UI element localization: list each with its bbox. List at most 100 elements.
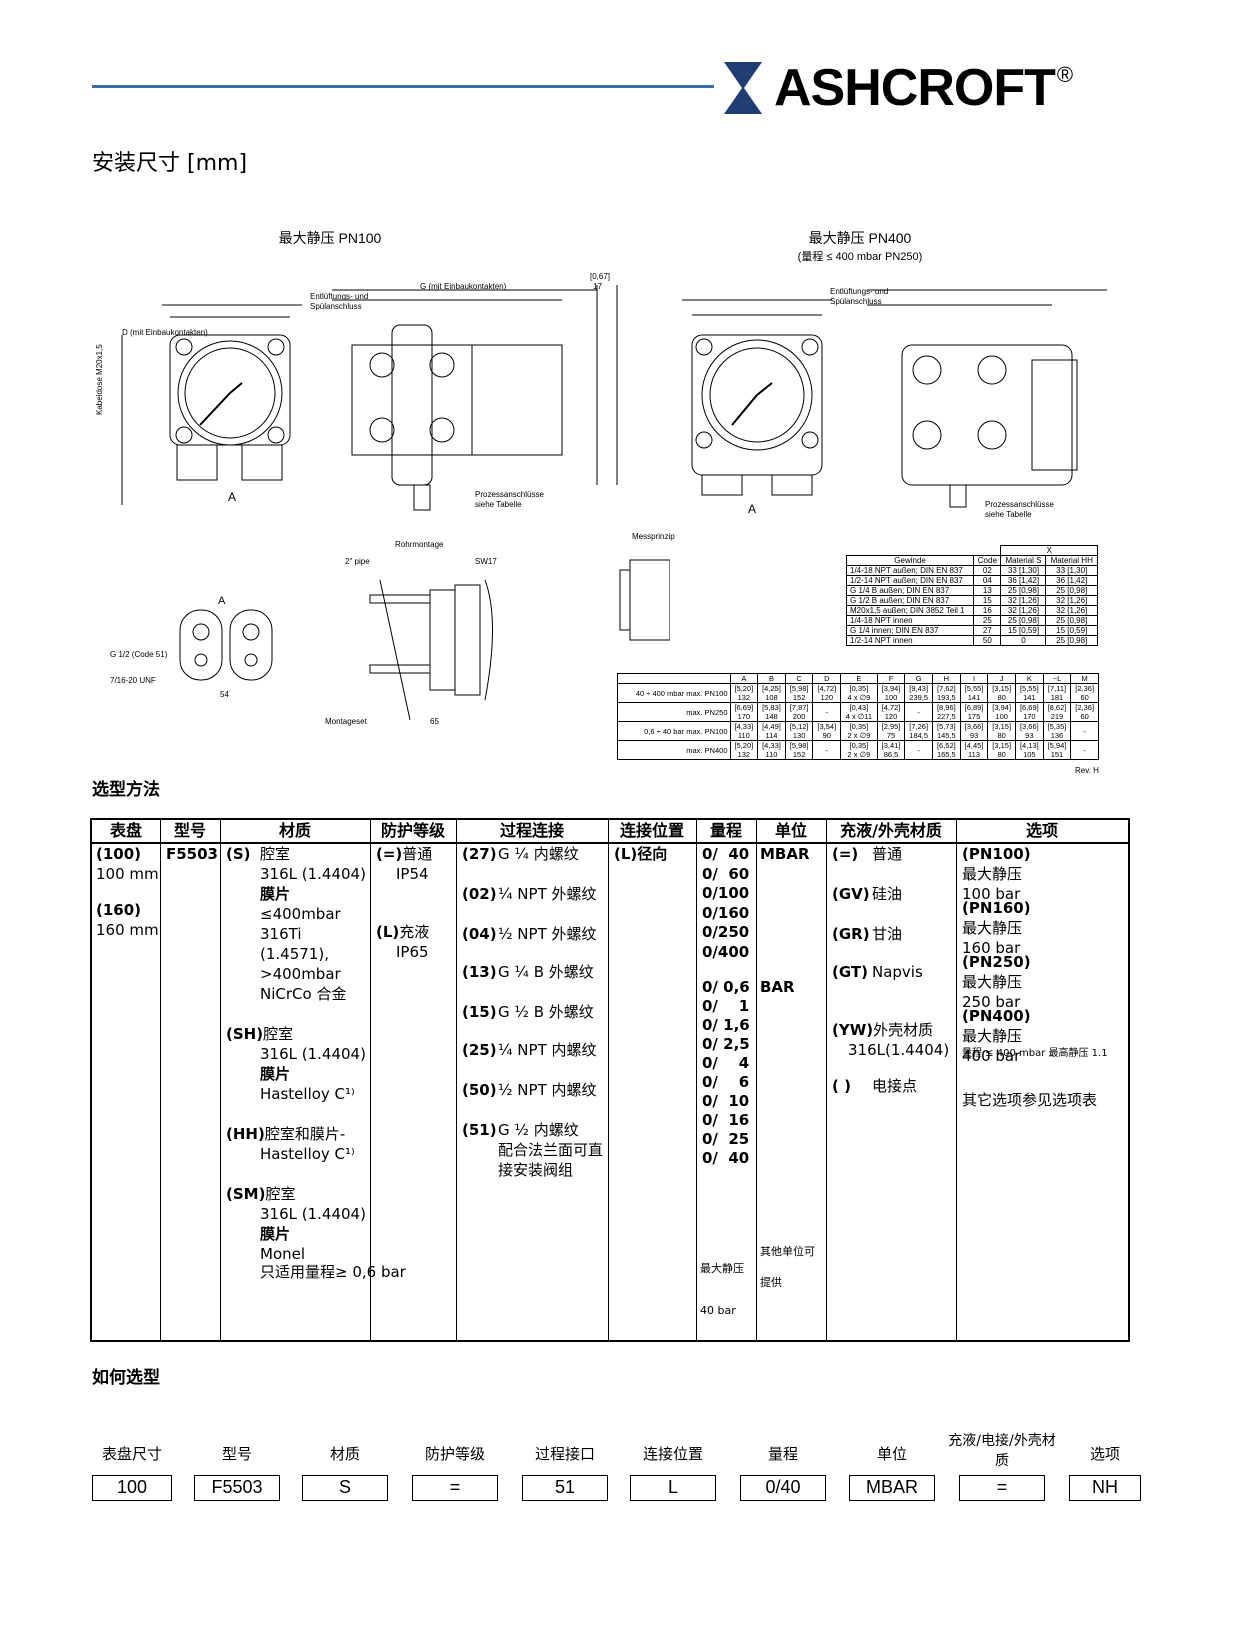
- selection-title: 选型方法: [92, 780, 160, 800]
- thread-cell: G 1/2 B außen; DIN EN 837: [845, 595, 975, 606]
- label-54: 54: [220, 690, 229, 699]
- dim-cell: [0,35] 4 x ∅9: [840, 683, 878, 703]
- thread-cell: 50: [973, 635, 1002, 646]
- label-g12: G 1/2 (Code 51): [110, 650, 168, 659]
- entry-text: 最大静压 400 bar: [962, 1027, 1023, 1065]
- selection-header-row: [92, 820, 1128, 844]
- dial-100-text: 100 mm: [96, 865, 159, 883]
- entry: (SH)腔室: [226, 1024, 293, 1044]
- how-value-box[interactable]: S: [302, 1475, 388, 1501]
- entry-code: (27): [462, 845, 497, 863]
- dim-cell: [5,55] 141: [959, 683, 989, 703]
- entry: ( )电接点: [832, 1076, 917, 1096]
- thread-cell: 32 [1,26]: [1000, 595, 1047, 606]
- label-messprinzip: Messprinzip: [632, 532, 675, 541]
- entry-text: 普通: [402, 845, 433, 863]
- entry-text: 316Ti: [260, 925, 302, 943]
- entry-text: 最大静压 160 bar: [962, 919, 1023, 957]
- dim-header-cell: A: [729, 673, 759, 684]
- dim-row: max. PN250[6,69] 170[5,83] 148[7,87] 200…: [617, 702, 1099, 722]
- thread-cell: 32 [1,26]: [1000, 605, 1047, 616]
- entry: >400mbar: [226, 964, 341, 984]
- how-label: 单位: [876, 1445, 907, 1463]
- range-bar: 0/ 0,6: [702, 978, 750, 996]
- entry-code: (PN160): [962, 899, 1031, 917]
- dim-cell: [2,36] 60: [1070, 702, 1099, 722]
- dim-cell: [7,62] 193,5: [932, 683, 961, 703]
- dim-cell: [3,41] 86,5: [876, 740, 906, 760]
- label-sw17: SW17: [475, 557, 497, 566]
- entry: (L)充液: [376, 922, 429, 942]
- lower-drawings: [179, 559, 670, 721]
- dim-header-cell: G: [904, 673, 934, 684]
- model-value: F5503: [166, 845, 218, 863]
- entry-code: (15): [462, 1003, 497, 1021]
- entry: (04)½ NPT 外螺纹: [462, 924, 597, 944]
- how-label: 选项: [1089, 1445, 1120, 1463]
- label-a-left: A: [228, 490, 237, 504]
- thread-x-label: X: [1000, 545, 1098, 556]
- dim-cell: [4,33] 110: [729, 721, 759, 741]
- entry-code: (SH): [226, 1025, 264, 1043]
- how-value-box[interactable]: NH: [1069, 1475, 1141, 1501]
- dim-cell: [4,49] 114: [757, 721, 786, 741]
- entry: Hastelloy C¹⁾: [226, 1084, 355, 1104]
- entry-code: (PN100): [962, 845, 1031, 863]
- label-kabeldose: Kabeldose M20x1,5: [95, 344, 104, 415]
- entry-code: (25): [462, 1041, 497, 1059]
- dim-cell: [6,69] 170: [1015, 702, 1044, 722]
- entry: 只适用量程≥ 0,6 bar: [226, 1262, 406, 1282]
- how-value-box[interactable]: =: [412, 1475, 498, 1501]
- range-bar: 0/ 1: [702, 997, 750, 1015]
- col-unit: [756, 820, 827, 1340]
- how-value-box[interactable]: 100: [92, 1475, 172, 1501]
- entry: (PN100)最大静压 100 bar: [962, 844, 1031, 904]
- selection-header-cell: 材质: [278, 821, 311, 840]
- entry: (=) 普通: [832, 844, 902, 864]
- range-bar: 0/ 6: [702, 1073, 750, 1091]
- dim-cell: [3,15] 80: [987, 740, 1016, 760]
- how-value-box[interactable]: =: [959, 1475, 1045, 1501]
- how-label: 连接位置: [642, 1445, 703, 1463]
- dial-160-code: (160): [96, 901, 142, 919]
- how-value-box[interactable]: L: [630, 1475, 716, 1501]
- label-65: 65: [430, 717, 439, 726]
- gauge-front-right: [682, 299, 832, 496]
- entry: (27)G ¼ 内螺纹: [462, 844, 579, 864]
- entry-text: 普通: [872, 845, 903, 863]
- dim-cell: max. PN250: [617, 702, 731, 722]
- entry-code: (50): [462, 1081, 497, 1099]
- how-value-box[interactable]: F5503: [194, 1475, 280, 1501]
- dim-cell: [2,36] 60: [1070, 683, 1099, 703]
- thread-cell: 36 [1,42]: [1000, 575, 1047, 586]
- dim-cell: 40 ÷ 400 mbar max. PN100: [617, 683, 731, 703]
- thread-cell: 02: [973, 565, 1002, 576]
- entry: 316L (1.4404): [226, 864, 366, 884]
- selection-table: 表盘型号材质防护等级过程连接连接位置量程单位充液/外壳材质选项 (100) 10…: [90, 818, 1130, 1342]
- thread-cell: 1/4-18 NPT außen; DIN EN 837: [845, 565, 975, 576]
- thread-cell: 04: [973, 575, 1002, 586]
- entry-text: 硅油: [872, 885, 903, 903]
- dial-160-text: 160 mm: [96, 921, 159, 939]
- entry: Monel: [226, 1244, 305, 1264]
- how-value-box[interactable]: 51: [522, 1475, 608, 1501]
- entry: (PN160) 最大静压 160 bar: [962, 898, 1031, 958]
- range-bar: 0/ 4: [702, 1054, 750, 1072]
- label-prozess-right: Prozessanschlüsse: [985, 500, 1054, 509]
- entry: NiCrCo 合金: [226, 984, 346, 1004]
- thread-cell: 16: [973, 605, 1002, 616]
- how-value-box[interactable]: 0/40: [740, 1475, 826, 1501]
- gauge-side-right: [867, 289, 1107, 508]
- entry-code: (=): [832, 845, 859, 863]
- how-value-box[interactable]: MBAR: [849, 1475, 935, 1501]
- entry-text: G ¼ 内螺纹: [498, 845, 579, 863]
- selection-header-cell: 选项: [1025, 821, 1058, 840]
- entry-text: G ½ 内螺纹: [498, 1121, 579, 1139]
- dim-header-cell: H: [932, 673, 961, 684]
- entry-text: 腔室: [265, 1185, 296, 1203]
- selection-header-cell: 单位: [774, 821, 807, 840]
- entry: (GV)硅油: [832, 884, 902, 904]
